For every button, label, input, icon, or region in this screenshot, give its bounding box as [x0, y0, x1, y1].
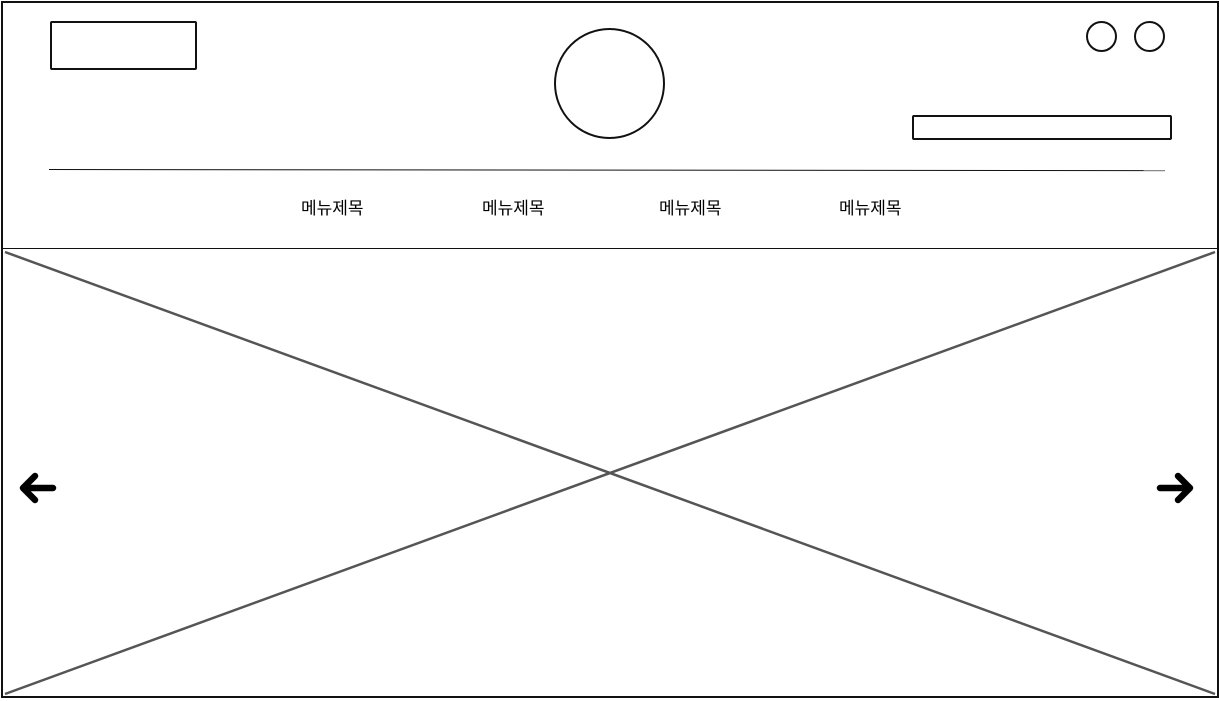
- nav-item-4[interactable]: 메뉴제목: [839, 199, 902, 219]
- arrow-left-icon: [19, 472, 57, 504]
- nav-item-3[interactable]: 메뉴제목: [659, 199, 722, 219]
- main-nav: 메뉴제목 메뉴제목 메뉴제목 메뉴제목: [3, 193, 1217, 223]
- hero-slider: [1, 249, 1219, 698]
- next-slide-button[interactable]: [1154, 465, 1198, 509]
- utility-circle-icon-2[interactable]: [1134, 21, 1165, 52]
- center-circle-placeholder[interactable]: [554, 28, 665, 139]
- site-header: 메뉴제목 메뉴제목 메뉴제목 메뉴제목: [1, 1, 1219, 250]
- arrow-right-icon: [1156, 472, 1194, 504]
- search-bar-placeholder[interactable]: [912, 115, 1172, 140]
- image-placeholder-icon: [4, 250, 1216, 696]
- prev-slide-button[interactable]: [15, 465, 59, 509]
- logo-placeholder[interactable]: [50, 21, 197, 70]
- nav-item-1[interactable]: 메뉴제목: [301, 199, 364, 219]
- header-divider: [48, 169, 1165, 172]
- utility-circle-icon-1[interactable]: [1086, 21, 1117, 52]
- placeholder-line-2: [4, 250, 1216, 696]
- nav-item-2[interactable]: 메뉴제목: [482, 199, 545, 219]
